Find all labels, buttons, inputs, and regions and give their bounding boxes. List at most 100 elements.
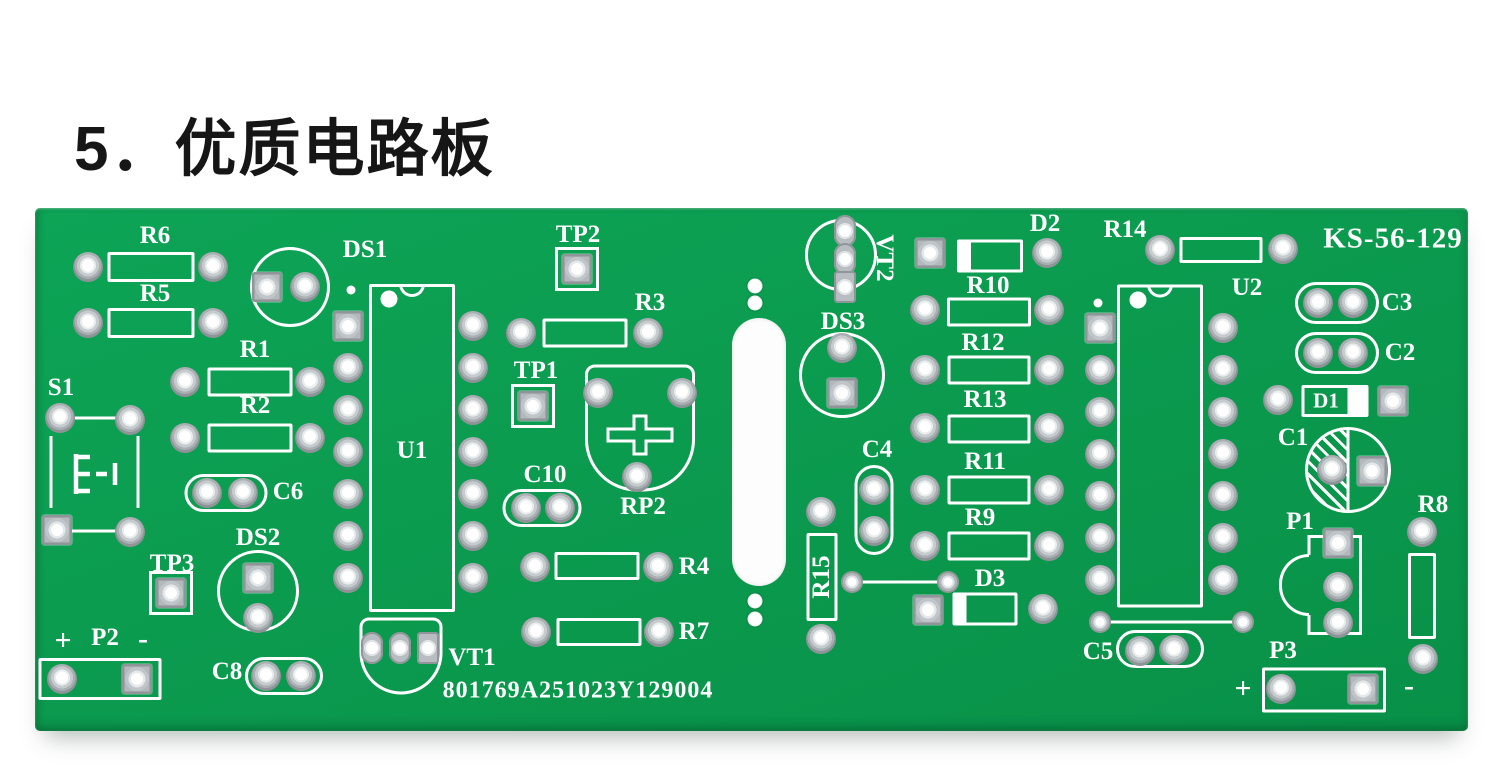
solder-pad bbox=[1034, 295, 1064, 325]
resistor-outline-r9 bbox=[947, 531, 1031, 561]
solder-pad bbox=[47, 664, 77, 694]
solder-pad bbox=[1208, 565, 1238, 595]
resistor-outline-r1 bbox=[207, 367, 293, 397]
switch-outline-right bbox=[136, 436, 140, 508]
solder-pad bbox=[170, 367, 200, 397]
label-vt1: VT1 bbox=[448, 644, 496, 671]
solder-pad bbox=[1034, 413, 1064, 443]
solder-pad bbox=[506, 318, 536, 348]
pin1-dot-u2 bbox=[1129, 291, 1147, 309]
board-model: KS-56-129 bbox=[1323, 222, 1463, 255]
solder-pad bbox=[1208, 439, 1238, 469]
polarity-line bbox=[1346, 430, 1350, 510]
solder-pad bbox=[1266, 674, 1296, 704]
label-p3-plus: + bbox=[1234, 672, 1252, 705]
label-p3: P3 bbox=[1269, 637, 1297, 664]
solder-pad bbox=[1085, 397, 1115, 427]
solder-pad-square bbox=[913, 595, 943, 625]
resistor-outline-r8 bbox=[1408, 553, 1436, 639]
solder-pad bbox=[667, 378, 697, 408]
label-r10: R10 bbox=[966, 272, 1010, 299]
label-r15: R15 bbox=[808, 555, 835, 599]
solder-pad bbox=[115, 405, 145, 435]
solder-pad-square bbox=[122, 664, 152, 694]
solder-pad bbox=[45, 403, 75, 433]
label-vt2: VT2 bbox=[871, 234, 898, 282]
led-outline-ds1 bbox=[250, 247, 330, 327]
diode-outline-d1 bbox=[1301, 385, 1369, 417]
solder-pad-square bbox=[1348, 674, 1378, 704]
label-r1: R1 bbox=[239, 336, 271, 363]
solder-pad bbox=[937, 571, 959, 593]
label-r8: R8 bbox=[1417, 491, 1449, 518]
solder-pad bbox=[115, 517, 145, 547]
testpoint-outline-tp1 bbox=[511, 384, 555, 428]
resistor-outline-r7 bbox=[556, 618, 642, 646]
label-p3-minus: - bbox=[1404, 669, 1414, 702]
ic-notch bbox=[399, 284, 425, 297]
solder-pad bbox=[228, 478, 258, 508]
solder-pad bbox=[73, 308, 103, 338]
label-d1: D1 bbox=[1313, 388, 1339, 413]
solder-pad bbox=[198, 252, 228, 282]
ic-outline-u2 bbox=[1117, 284, 1203, 608]
solder-pad bbox=[333, 437, 363, 467]
solder-pad bbox=[1034, 531, 1064, 561]
solder-pad-square bbox=[1357, 456, 1387, 486]
resistor-outline-r12 bbox=[947, 355, 1031, 385]
label-c3: C3 bbox=[1381, 289, 1413, 316]
resistor-outline-r3 bbox=[542, 318, 628, 348]
testpoint-outline-tp2 bbox=[555, 247, 599, 291]
solder-pad bbox=[1268, 234, 1298, 264]
resistor-outline-r11 bbox=[947, 475, 1031, 505]
solder-pad bbox=[1034, 475, 1064, 505]
ic-outline-u1 bbox=[369, 284, 455, 612]
solder-pad bbox=[1085, 523, 1115, 553]
label-ds3: DS3 bbox=[820, 308, 866, 335]
solder-pad bbox=[1085, 439, 1115, 469]
resistor-outline-r6 bbox=[107, 252, 195, 282]
solder-pad bbox=[198, 308, 228, 338]
resistor-outline-r13 bbox=[947, 414, 1031, 444]
board-slot bbox=[732, 318, 786, 586]
ir-receiver-dome-p1 bbox=[1279, 554, 1309, 616]
solder-pad bbox=[1208, 397, 1238, 427]
trace bbox=[852, 580, 948, 584]
solder-pad bbox=[458, 353, 488, 383]
solder-pad bbox=[622, 462, 652, 492]
solder-pad bbox=[834, 243, 856, 275]
solder-pad bbox=[1303, 338, 1333, 368]
solder-pad bbox=[286, 661, 316, 691]
label-d3: D3 bbox=[974, 565, 1006, 592]
connector-outline-p3 bbox=[1262, 667, 1386, 713]
solder-pad bbox=[295, 423, 325, 453]
label-tp2: TP2 bbox=[555, 221, 601, 248]
diode-band bbox=[1347, 387, 1367, 415]
solder-pad bbox=[841, 571, 863, 593]
label-d2: D2 bbox=[1029, 210, 1061, 237]
solder-pad bbox=[1028, 594, 1058, 624]
solder-pad bbox=[1089, 611, 1111, 633]
solder-pad bbox=[511, 493, 541, 523]
solder-pad bbox=[1208, 355, 1238, 385]
solder-pad bbox=[1034, 355, 1064, 385]
capacitor-outline-c8 bbox=[245, 657, 323, 695]
pcb-board: R6 R5 R1 R2 S1 DS1 C6 DS2 TP3 P2 + - C8 … bbox=[35, 208, 1468, 731]
capacitor-outline-c3 bbox=[1295, 282, 1379, 324]
solder-pad bbox=[295, 367, 325, 397]
solder-pad bbox=[910, 531, 940, 561]
trace bbox=[65, 529, 119, 533]
solder-pad bbox=[521, 617, 551, 647]
capacitor-outline-c5 bbox=[1116, 630, 1204, 668]
label-p2-plus: + bbox=[54, 624, 72, 657]
capacitor-outline-c10 bbox=[502, 489, 582, 527]
capacitor-outline-c2 bbox=[1295, 332, 1379, 374]
solder-pad bbox=[859, 475, 889, 505]
via-hole bbox=[747, 278, 763, 294]
solder-pad-square bbox=[827, 378, 857, 408]
testpoint-outline-tp3 bbox=[149, 571, 193, 615]
label-tp1: TP1 bbox=[513, 357, 559, 384]
solder-pad bbox=[290, 272, 320, 302]
solder-pad-square bbox=[333, 311, 363, 341]
ir-receiver-outline-p1 bbox=[1307, 535, 1311, 555]
